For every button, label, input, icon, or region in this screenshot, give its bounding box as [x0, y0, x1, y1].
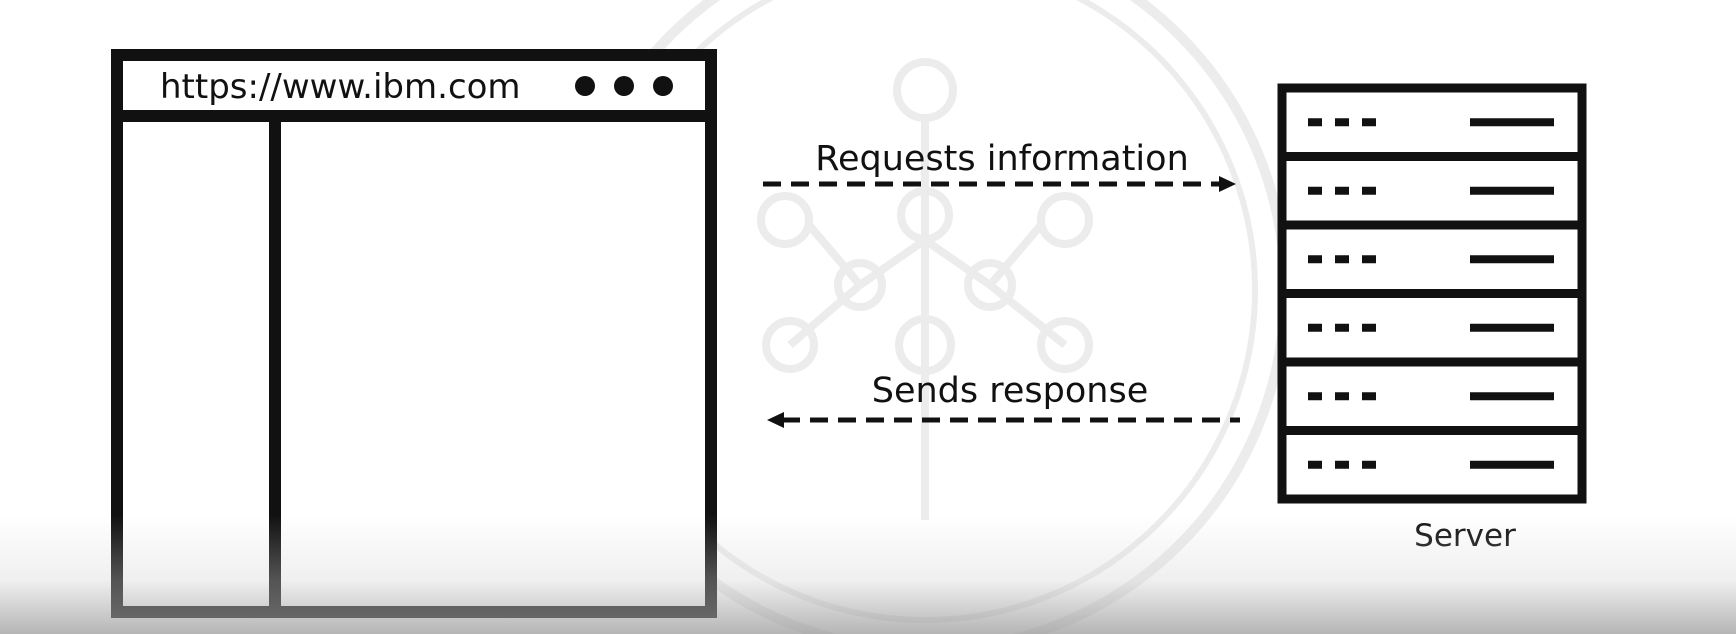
- server-indicator-light-icon: [1362, 460, 1376, 469]
- server-unit: [1308, 460, 1554, 469]
- server-indicator-light-icon: [1362, 118, 1376, 127]
- browser-window: https://www.ibm.com: [111, 49, 717, 618]
- server-drive-slot-icon: [1470, 118, 1554, 127]
- server-indicator-light-icon: [1308, 460, 1322, 469]
- browser-frame: [111, 49, 717, 618]
- server-drive-slot-icon: [1470, 255, 1554, 264]
- server-unit: [1308, 118, 1554, 127]
- server-drive-slot-icon: [1470, 392, 1554, 401]
- server-drive-slot-icon: [1470, 186, 1554, 195]
- server-unit: [1308, 255, 1554, 264]
- request-label: Requests information: [815, 139, 1189, 179]
- server-indicator-light-icon: [1308, 118, 1322, 127]
- server-indicator-light-icon: [1335, 186, 1349, 195]
- server-drive-slot-icon: [1470, 460, 1554, 469]
- server-unit: [1308, 323, 1554, 332]
- response-label: Sends response: [872, 371, 1148, 411]
- server-indicator-light-icon: [1335, 460, 1349, 469]
- browser-url-text: https://www.ibm.com: [160, 67, 521, 107]
- server-indicator-light-icon: [1362, 392, 1376, 401]
- response-arrow: Sends response: [767, 371, 1240, 428]
- server-indicator-light-icon: [1335, 323, 1349, 332]
- server-indicator-light-icon: [1362, 186, 1376, 195]
- server-unit: [1308, 186, 1554, 195]
- server-rack: [1277, 83, 1587, 504]
- server-indicator-light-icon: [1308, 392, 1322, 401]
- server-label: Server: [1414, 518, 1516, 554]
- server-indicator-light-icon: [1362, 323, 1376, 332]
- response-arrow-head-icon: [767, 412, 784, 428]
- request-arrow-head-icon: [1219, 176, 1236, 192]
- server-indicator-light-icon: [1335, 392, 1349, 401]
- server-indicator-light-icon: [1308, 186, 1322, 195]
- request-arrow: Requests information: [763, 139, 1236, 192]
- server-indicator-light-icon: [1308, 323, 1322, 332]
- server-drive-slot-icon: [1470, 323, 1554, 332]
- server-indicator-light-icon: [1335, 118, 1349, 127]
- server-indicator-light-icon: [1335, 255, 1349, 264]
- server-indicator-light-icon: [1362, 255, 1376, 264]
- three-dots-icon: [575, 76, 673, 96]
- server-indicator-light-icon: [1308, 255, 1322, 264]
- server-unit: [1308, 392, 1554, 401]
